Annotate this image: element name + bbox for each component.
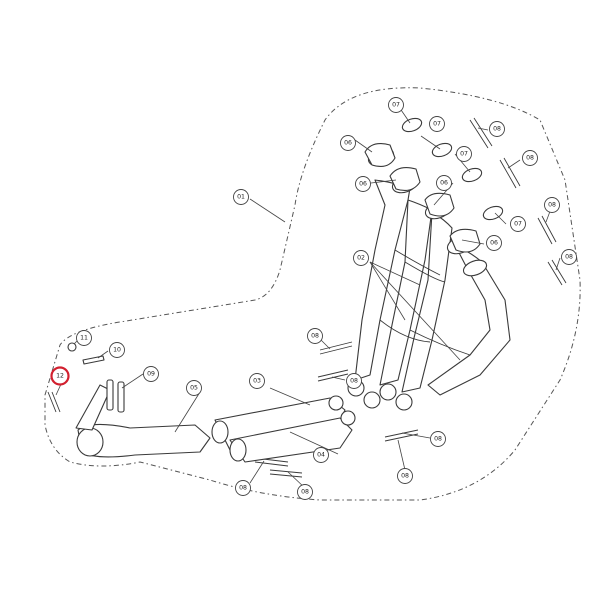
callout-06: 06	[486, 235, 502, 251]
callout-label: 06	[344, 140, 352, 147]
callout-06: 06	[340, 135, 356, 151]
callout-12-highlighted: 12	[50, 366, 70, 386]
assembly-boundary	[44, 87, 581, 501]
callout-label: 08	[401, 473, 409, 480]
callout-label: 02	[357, 255, 365, 262]
callout-label: 11	[80, 335, 88, 342]
hardware	[47, 342, 125, 413]
callout-08: 08	[489, 121, 505, 137]
callout-08: 08	[235, 480, 251, 496]
callout-08: 08	[297, 484, 313, 500]
callout-label: 08	[565, 254, 573, 261]
callout-label: 12	[56, 373, 64, 380]
callout-label: 06	[359, 181, 367, 188]
callout-label: 08	[434, 436, 442, 443]
callout-09: 09	[143, 366, 159, 382]
link-pipe	[75, 384, 211, 458]
callout-06: 06	[355, 176, 371, 192]
callout-label: 08	[239, 485, 247, 492]
callout-07: 07	[429, 116, 445, 132]
callout-label: 07	[392, 102, 400, 109]
callout-label: 03	[253, 378, 261, 385]
callout-label: 09	[147, 371, 155, 378]
callout-07: 07	[456, 146, 472, 162]
callout-label: 04	[317, 452, 325, 459]
callout-08: 08	[307, 328, 323, 344]
header-pipes	[347, 147, 511, 411]
callout-08: 08	[397, 468, 413, 484]
callout-label: 08	[526, 155, 534, 162]
callout-label: 05	[190, 385, 198, 392]
callout-label: 08	[493, 126, 501, 133]
callout-10: 10	[109, 342, 125, 358]
callout-label: 07	[514, 221, 522, 228]
springs	[254, 117, 567, 478]
callout-label: 06	[490, 240, 498, 247]
callout-08: 08	[544, 197, 560, 213]
callout-04: 04	[313, 447, 329, 463]
leader-lines	[55, 103, 561, 489]
callout-01: 01	[233, 189, 249, 205]
callout-label: 08	[350, 378, 358, 385]
callout-07: 07	[388, 97, 404, 113]
callout-label: 01	[237, 194, 245, 201]
callout-label: 08	[301, 489, 309, 496]
callout-07: 07	[510, 216, 526, 232]
callout-08: 08	[522, 150, 538, 166]
callout-02: 02	[353, 250, 369, 266]
callout-05: 05	[186, 380, 202, 396]
mid-pipes	[211, 395, 356, 463]
callout-08: 08	[561, 249, 577, 265]
callout-label: 07	[460, 151, 468, 158]
callout-08: 08	[346, 373, 362, 389]
callout-06: 06	[436, 175, 452, 191]
flanges-and-gaskets	[364, 117, 504, 253]
callout-label: 07	[433, 121, 441, 128]
callout-label: 10	[113, 347, 121, 354]
callout-label: 08	[548, 202, 556, 209]
callout-label: 06	[440, 180, 448, 187]
callout-03: 03	[249, 373, 265, 389]
callout-08: 08	[430, 431, 446, 447]
callout-label: 08	[311, 333, 319, 340]
callout-11: 11	[76, 330, 92, 346]
